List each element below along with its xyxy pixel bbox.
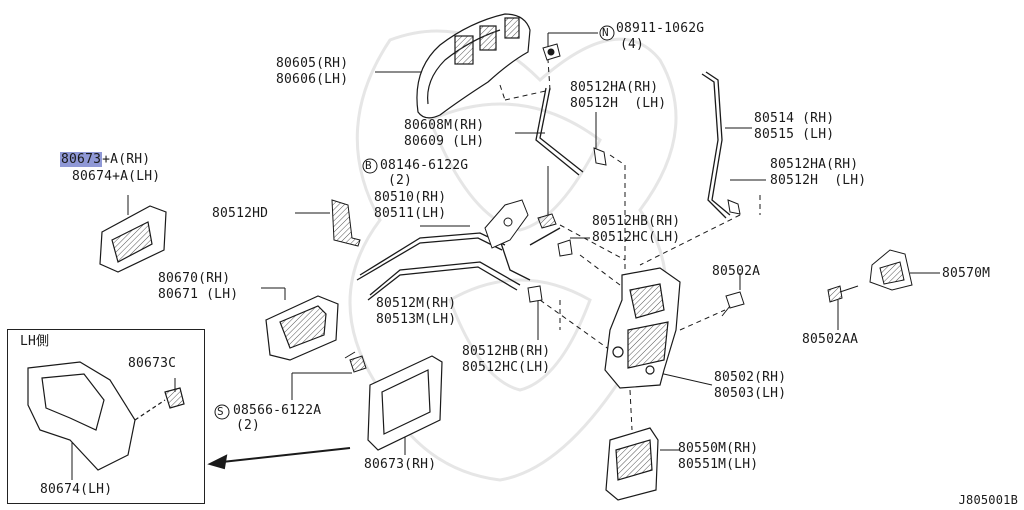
label-80515: 80515 (LH)	[754, 127, 835, 142]
label-80512ha-a: 80512HA(RH)	[570, 80, 659, 95]
diagram-code: J805001B	[958, 493, 1018, 507]
label-80570m: 80570M	[942, 266, 991, 281]
label-lh-side: LH側	[20, 334, 50, 349]
label-80502: 80502(RH)	[714, 370, 787, 385]
label-80670: 80670(RH)	[158, 271, 231, 286]
label-80512h-b: 80512H (LH)	[770, 173, 867, 188]
label-80512h-a: 80512H (LH)	[570, 96, 667, 111]
label-80513m: 80513M(LH)	[376, 312, 457, 327]
striker	[869, 249, 913, 291]
label-08911: 08911-1062G	[616, 21, 705, 36]
label-08146: 08146-6122G	[380, 158, 469, 173]
label-80512m: 80512M(RH)	[376, 296, 457, 311]
bolt-80502aa	[827, 285, 859, 303]
label-80551m: 80551M(LH)	[678, 457, 759, 472]
label-80674-lh: 80674(LH)	[40, 482, 113, 497]
label-80606: 80606(LH)	[276, 72, 349, 87]
label-80512hc-a: 80512HC(LH)	[592, 230, 681, 245]
nut-08911	[542, 43, 561, 61]
escutcheon-rh	[367, 355, 443, 451]
symbol-n: N	[602, 26, 609, 39]
bellcrank	[484, 199, 557, 249]
label-80673a: 80673+A(RH)	[60, 152, 150, 168]
screw-08566	[344, 351, 367, 373]
symbol-b: B	[365, 159, 372, 172]
rod-clips	[331, 147, 741, 303]
label-80502aa: 80502AA	[802, 332, 859, 347]
outside-handle	[416, 13, 531, 119]
label-80512ha-b: 80512HA(RH)	[770, 157, 859, 172]
screw-80502a	[721, 291, 745, 317]
label-80514: 80514 (RH)	[754, 111, 835, 126]
label-80671: 80671 (LH)	[158, 287, 239, 302]
rods	[356, 71, 731, 301]
label-80673-rh: 80673(RH)	[364, 457, 437, 472]
symbol-s: S	[217, 405, 224, 418]
label-80550m: 80550M(RH)	[678, 441, 759, 456]
label-08566: 08566-6122A	[233, 403, 322, 418]
label-80673a-suffix: +A(RH)	[102, 152, 151, 167]
inside-handle	[265, 295, 339, 361]
door-lock	[604, 267, 681, 389]
label-08911-qty: (4)	[620, 37, 645, 52]
label-80502a: 80502A	[712, 264, 761, 279]
dashed-lines	[499, 59, 761, 431]
label-80512hc-b: 80512HC(LH)	[462, 360, 551, 375]
label-80674a: 80674+A(LH)	[72, 169, 161, 184]
leader-lines	[71, 32, 940, 480]
label-80673c: 80673C	[128, 356, 177, 371]
label-80512hb-b: 80512HB(RH)	[462, 344, 551, 359]
inset-parts	[27, 361, 185, 471]
label-80511: 80511(LH)	[374, 206, 447, 221]
label-80510: 80510(RH)	[374, 190, 447, 205]
label-80512hd: 80512HD	[212, 206, 269, 221]
label-08146-qty: (2)	[388, 173, 413, 188]
label-80512hb-a: 80512HB(RH)	[592, 214, 681, 229]
label-80605: 80605(RH)	[276, 56, 349, 71]
label-80503: 80503(LH)	[714, 386, 787, 401]
lh-side-inset	[7, 329, 205, 504]
circled-symbols	[214, 25, 615, 420]
escutcheon-small	[99, 205, 167, 273]
pointer-arrow	[207, 447, 351, 470]
label-08566-qty: (2)	[236, 418, 261, 433]
label-80609: 80609 (LH)	[404, 134, 485, 149]
label-80608m: 80608M(RH)	[404, 118, 485, 133]
label-80673a-highlight: 80673	[60, 152, 103, 167]
lock-motor	[605, 427, 659, 501]
